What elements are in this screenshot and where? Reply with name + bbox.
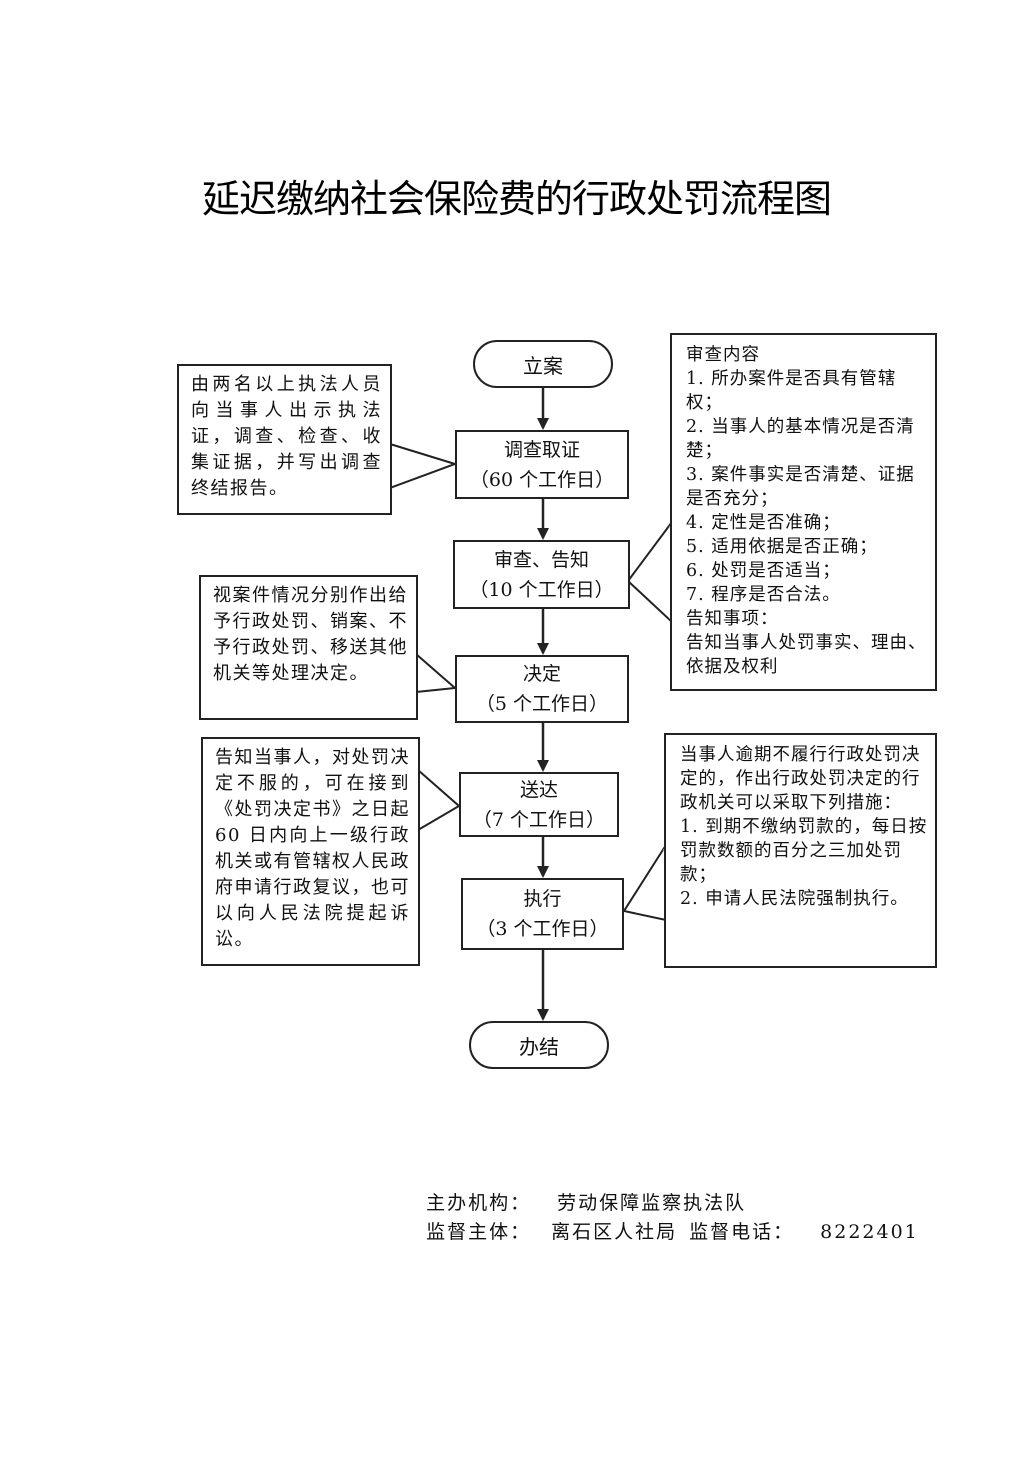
note-decision: 视案件情况分别作出给予行政处罚、销案、不予行政处罚、移送其他机关等处理决定。 [199,575,418,720]
step-label: 送达 [519,778,558,801]
review-heading: 审查内容 [686,345,760,365]
review-item: 5. 适用依据是否正确； [686,537,878,557]
organizer-label: 主办机构： [426,1192,532,1214]
execution-item: 2. 申请人民法院强制执行。 [680,889,909,909]
step-duration: （3 个工作日） [476,918,609,940]
step-duration: （5 个工作日） [475,693,609,715]
step-investigation: 调查取证 （60 个工作日） [455,430,629,499]
notice-heading: 告知事项： [686,609,779,629]
page-title: 延迟缴纳社会保险费的行政处罚流程图 [201,177,832,221]
step-label: 审查、告知 [493,548,589,571]
phone-number: 8222401 [820,1221,919,1243]
step-duration: （10 个工作日） [469,578,614,601]
step-decision: 决定 （5 个工作日） [455,655,629,723]
note-investigation: 由两名以上执法人员向当事人出示执法证，调查、检查、收集证据，并写出调查终结报告。 [177,364,392,515]
pointer-review-note [626,518,673,625]
supervisor-label: 监督主体： [426,1221,532,1243]
footer-organizer: 主办机构： 劳动保障监察执法队 [410,1166,746,1215]
review-item: 2. 当事人的基本情况是否清楚； [686,417,915,461]
start-label: 立案 [523,353,563,378]
review-item: 6. 处罚是否适当； [686,561,841,581]
step-execution: 执行 （3 个工作日） [461,878,624,950]
pointer-delivery-note [417,767,461,832]
note-execution-measures: 当事人逾期不履行行政处罚决定的，作出行政处罚决定的行政机关可以采取下列措施： 1… [664,733,937,968]
step-label: 执行 [523,888,562,910]
step-delivery: 送达 （7 个工作日） [459,772,619,837]
step-duration: （7 个工作日） [472,808,606,831]
review-item: 3. 案件事实是否清楚、证据是否充分； [686,465,915,509]
execution-intro: 当事人逾期不履行行政处罚决定的，作出行政处罚决定的行政机关可以采取下列措施： [680,745,921,813]
pointer-execution-note [622,841,667,922]
review-item: 7. 程序是否合法。 [686,585,841,605]
step-review-notify: 审查、告知 （10 个工作日） [453,540,630,609]
phone-label: 监督电话： [689,1221,795,1243]
supervisor-name: 离石区人社局 [551,1221,678,1243]
end-terminal: 办结 [469,1021,609,1069]
note-investigation-text: 由两名以上执法人员向当事人出示执法证，调查、检查、收集证据，并写出调查终结报告。 [191,374,382,499]
pointer-investigation-note [389,442,459,490]
step-label: 调查取证 [503,438,580,461]
step-label: 决定 [522,663,561,685]
notice-text: 告知当事人处罚事实、理由、依据及权利 [686,633,927,677]
review-item: 1. 所办案件是否具有管辖权； [686,369,897,413]
step-duration: （60 个工作日） [469,468,615,491]
note-delivery-text: 告知当事人，对处罚决定不服的，可在接到《处罚决定书》之日起 60 日内向上一级行… [215,747,410,950]
note-delivery: 告知当事人，对处罚决定不服的，可在接到《处罚决定书》之日起 60 日内向上一级行… [201,737,420,966]
footer-supervision: 监督主体： 离石区人社局监督电话： 8222401 [410,1195,919,1244]
review-item: 4. 定性是否准确； [686,513,841,533]
start-terminal: 立案 [473,340,613,388]
note-review-content: 审查内容 1. 所办案件是否具有管辖权； 2. 当事人的基本情况是否清楚； 3.… [670,333,937,691]
note-decision-text: 视案件情况分别作出给予行政处罚、销案、不予行政处罚、移送其他机关等处理决定。 [213,585,408,684]
organizer-name: 劳动保障监察执法队 [557,1192,747,1214]
execution-item: 1. 到期不缴纳罚款的，每日按罚款数额的百分之三加处罚款； [680,817,928,885]
end-label: 办结 [519,1034,559,1059]
pointer-decision-note [415,651,458,694]
